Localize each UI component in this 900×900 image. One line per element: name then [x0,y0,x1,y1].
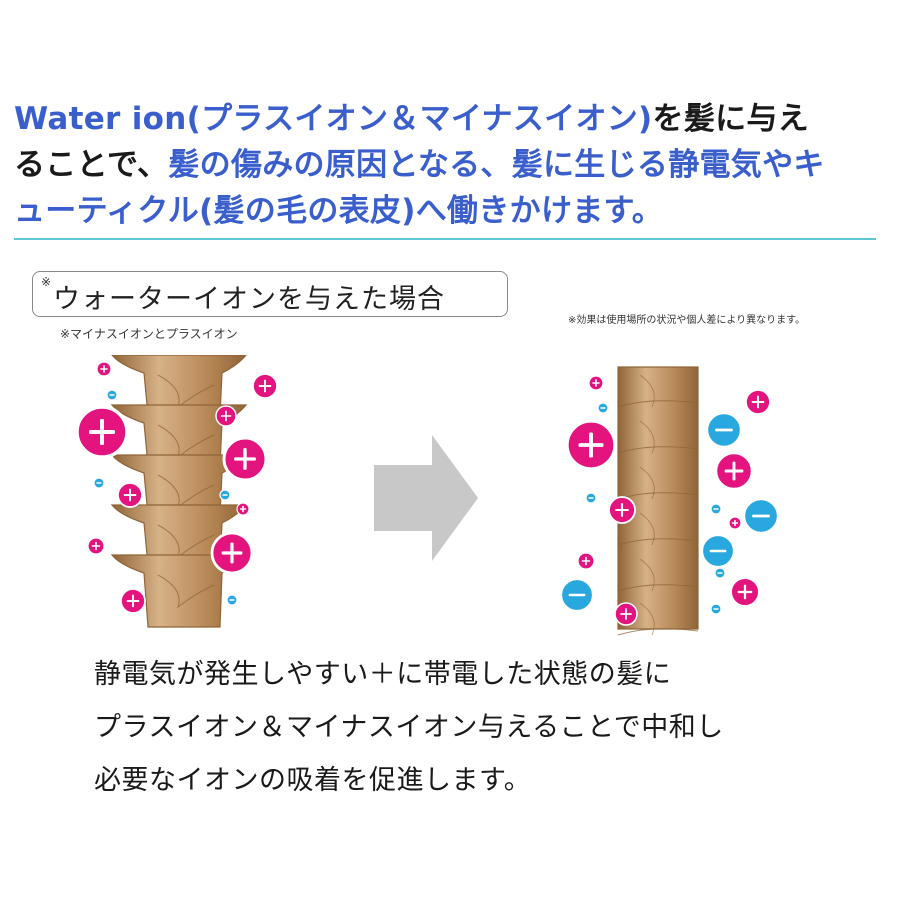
minus-ion-icon [226,594,238,606]
treated-hair-icon [617,366,699,636]
headline: Water ion(プラスイオン＆マイナスイオン)を髪に与え ることで、髪の傷み… [14,96,884,234]
headline-line-2: ることで、髪の傷みの原因となる、髪に生じる静電気やキ [14,142,884,188]
plus-ion-icon [222,436,268,482]
plus-ion-icon [87,537,105,555]
plus-ion-icon [117,482,143,508]
headline-line-2-highlight: 髪の傷みの原因となる、髪に生じる静電気やキ [168,147,825,183]
minus-ion-icon [219,489,231,501]
headline-line-3: ューティクル(髪の毛の表皮)へ働きかけます。 [14,188,884,234]
headline-line-1: Water ion(プラスイオン＆マイナスイオン)を髪に与え [14,96,884,142]
minus-ion-icon [705,411,743,449]
plus-ion-icon [120,588,146,614]
minus-ion-icon [597,402,609,414]
headline-line-2-text: ることで、 [14,147,169,183]
plus-ion-icon [96,361,112,377]
hair-shaft [617,366,699,630]
plus-ion-icon [745,389,771,415]
plus-ion-icon [728,516,742,530]
label-box: ※ ウォーターイオンを与えた場合 [32,271,508,317]
hair-cuticle-segment [111,355,247,416]
minus-ion-icon [106,389,118,401]
plus-ion-icon [565,419,617,471]
plus-ion-icon [608,496,636,524]
minus-ion-icon [742,497,780,535]
minus-ion-icon [710,503,722,515]
headline-line-1-text: を髪に与え [652,101,810,137]
minus-ion-icon [585,492,597,504]
plus-ion-icon [236,502,250,516]
minus-ion-icon [93,477,105,489]
headline-line-1-highlight: Water ion(プラスイオン＆マイナスイオン) [14,101,653,137]
caption-line-1: 静電気が発生しやすい＋に帯電した状態の髪に [94,659,672,690]
caption: 静電気が発生しやすい＋に帯電した状態の髪に プラスイオン＆マイナスイオン与えるこ… [94,648,874,807]
minus-ion-icon [710,603,722,615]
plus-ion-icon [215,405,237,427]
caption-line-3: 必要なイオンの吸着を促進します。 [94,765,532,796]
label-footnote: ※マイナスイオンとプラスイオン [60,327,238,341]
label-note-mark: ※ [41,275,52,289]
minus-ion-icon [700,533,736,569]
plus-ion-icon [730,577,760,607]
arrow-right-icon [374,435,478,561]
plus-ion-icon [252,373,278,399]
minus-ion-icon [559,577,595,613]
label-title: ウォーターイオンを与えた場合 [53,284,445,315]
disclaimer: ※効果は使用場所の状況や個人差により異なります。 [568,315,806,326]
plus-ion-icon [714,451,754,491]
minus-ion-icon [714,567,726,579]
ion-markers [75,361,780,626]
caption-line-2: プラスイオン＆マイナスイオン与えることで中和し [94,712,724,743]
ion-diagram [75,355,780,636]
divider [14,238,876,240]
plus-ion-icon [210,531,254,575]
headline-line-3-highlight: ューティクル(髪の毛の表皮)へ働きかけます。 [14,193,664,229]
plus-ion-icon [75,405,129,459]
plus-ion-icon [614,602,638,626]
plus-ion-icon [588,375,604,391]
plus-ion-icon [577,552,595,570]
